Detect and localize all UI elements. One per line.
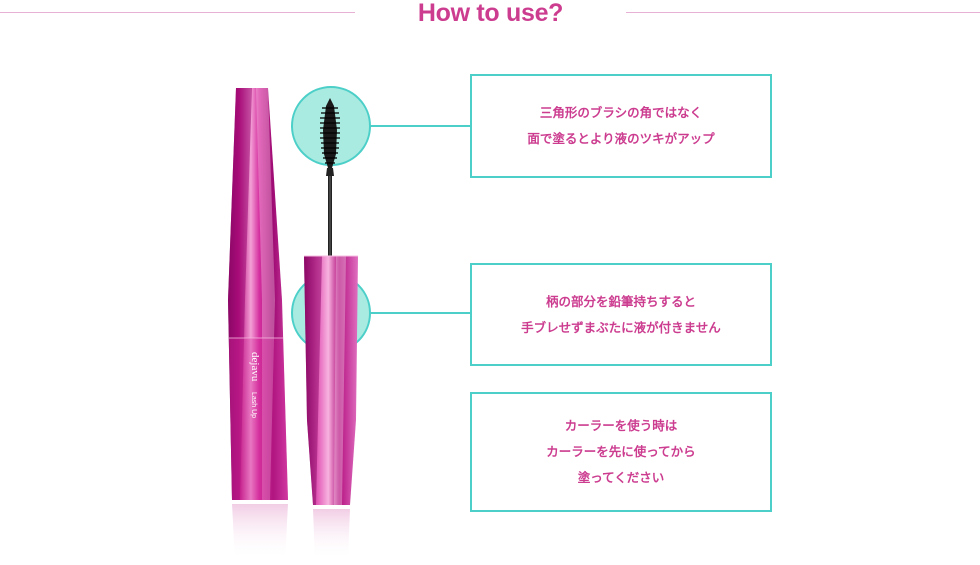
mascara-wand: [320, 98, 340, 258]
product-name-text: Lash Up: [250, 392, 257, 418]
brush-head: [320, 98, 340, 168]
tip-3-line-1: カーラーを使う時は: [564, 418, 678, 433]
tip-3-line-3: 塗ってください: [577, 470, 665, 485]
tip-2-line-1: 柄の部分を鉛筆持ちすると: [545, 293, 696, 309]
header-line-right: [626, 12, 980, 13]
header-line-left: [0, 12, 355, 13]
tip-box-1: 三角形のブラシの角ではなく 面で塗るとより液のツキがアップ: [470, 74, 772, 178]
brush-zoom-callout: [291, 86, 470, 166]
tip-3-line-2: カーラーを先に使ってから: [546, 444, 696, 459]
tip-box-2: 柄の部分を鉛筆持ちすると 手ブレせずまぶたに液が付きません: [470, 263, 772, 366]
tip-2-line-2: 手ブレせずまぶたに液が付きません: [521, 319, 721, 335]
tip-1-line-2: 面で塗るとより液のツキがアップ: [527, 131, 715, 146]
mascara-tube: dejavu Lash Up: [228, 88, 288, 560]
tip-1-line-1: 三角形のブラシの角ではなく: [539, 105, 703, 120]
mascara-handle: [304, 255, 358, 560]
tip-box-3: カーラーを使う時は カーラーを先に使ってから 塗ってください: [470, 392, 772, 512]
page-title: How to use?: [417, 0, 564, 27]
brand-logo-text: dejavu: [249, 352, 261, 382]
